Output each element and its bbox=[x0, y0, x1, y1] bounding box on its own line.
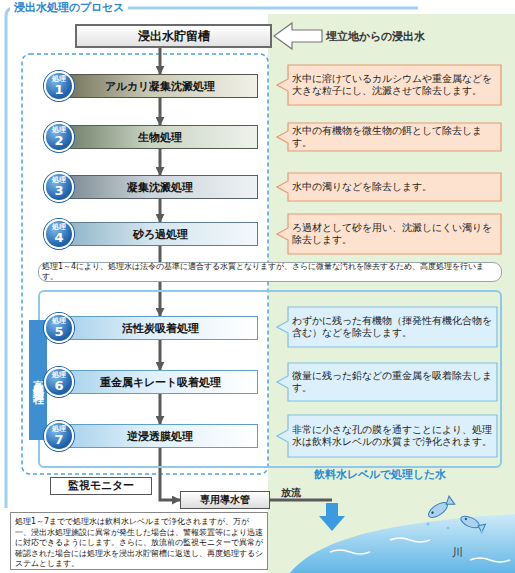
monitor-tab: 監視モニター bbox=[50, 477, 152, 495]
box-label: 処理1～4により、処理水は法令の基準に適合する水質となりますが、さらに微量な汚れ… bbox=[42, 262, 498, 282]
free-label: 飲料水レベルで処理した水 bbox=[314, 468, 446, 482]
landfill-side-background bbox=[268, 14, 515, 573]
badge-caption: 処理 bbox=[52, 426, 66, 433]
badge-caption: 処理 bbox=[52, 76, 66, 83]
advanced-treatment-frame: 高度処理工程処理5活性炭吸着処理わずかに残った有機物（揮発性有機化合物を含む）な… bbox=[38, 290, 502, 468]
callout-text: 水中の有機物を微生物の餌として除去します。 bbox=[276, 125, 502, 150]
process-box: 活性炭吸着処理 bbox=[62, 316, 258, 340]
callout-text: 水中に溶けているカルシウムや重金属などを大きな粒子にし、沈澱させて除去します。 bbox=[276, 73, 502, 98]
flow-arrow bbox=[159, 394, 162, 424]
box-label: 凝集沈澱処理 bbox=[127, 180, 193, 195]
fish-tail bbox=[476, 522, 485, 533]
callout-text: 微量に残った鉛などの重金属を吸着除去します。 bbox=[276, 370, 498, 395]
box-label: 生物処理 bbox=[138, 130, 182, 145]
step-number: 6 bbox=[54, 379, 63, 392]
step-badge: 処理4 bbox=[44, 219, 74, 249]
river-waves bbox=[330, 538, 510, 562]
step-badge: 処理5 bbox=[44, 313, 74, 343]
callout-text: わずかに残った有機物（揮発性有機化合物を含む）などを除去します。 bbox=[276, 315, 498, 340]
discharge-pipe-line bbox=[270, 499, 332, 502]
process-box: 砂ろ過処理 bbox=[62, 222, 258, 246]
box-label: 重金属キレート吸着処理 bbox=[100, 375, 221, 390]
box-label: 処理1～7までで処理水は飲料水レベルまで浄化されますが、万が一、浸出水処理施設に… bbox=[15, 517, 263, 570]
step-badge: 処理1 bbox=[44, 71, 74, 101]
box-label: 専用導水管 bbox=[200, 493, 250, 507]
fish-illustration bbox=[459, 514, 485, 533]
badge-caption: 処理 bbox=[52, 224, 66, 231]
callout-outline bbox=[277, 415, 497, 457]
water-splash bbox=[426, 522, 483, 533]
callout-box: 水中の有機物を微生物の餌として除去します。 bbox=[276, 122, 502, 152]
flow-arrow bbox=[159, 98, 162, 125]
callout-outline bbox=[277, 65, 501, 105]
step-number: 4 bbox=[54, 231, 63, 244]
box-label: 監視モニター bbox=[68, 479, 134, 493]
step-number: 1 bbox=[54, 83, 63, 96]
river-water bbox=[290, 514, 515, 573]
storage-tank-box: 浸出水貯留槽 bbox=[75, 24, 272, 48]
box-label: 砂ろ過処理 bbox=[133, 227, 188, 242]
process-box: 逆浸透膜処理 bbox=[62, 424, 258, 448]
flow-arrow bbox=[159, 149, 162, 175]
step-badge: 処理3 bbox=[44, 172, 74, 202]
flow-arrow bbox=[159, 199, 162, 222]
callout-box: 非常に小さな孔の膜を通すことにより、処理水は飲料水レベルの水質まで浄化されます。 bbox=[276, 414, 498, 458]
callout-text: ろ過材として砂を用い、沈澱しにくい濁りを除去します。 bbox=[276, 222, 502, 247]
splash-drop bbox=[426, 522, 429, 525]
fish-body bbox=[459, 514, 481, 531]
callout-box: わずかに残った有機物（揮発性有機化合物を含む）などを除去します。 bbox=[276, 306, 498, 348]
free-label: 放流 bbox=[281, 486, 301, 500]
free-label: 埋立地からの浸出水 bbox=[326, 29, 425, 44]
callout-outline bbox=[277, 363, 497, 401]
step-number: 2 bbox=[54, 134, 63, 147]
callout-box: ろ過材として砂を用い、沈澱しにくい濁りを除去します。 bbox=[276, 213, 502, 255]
fish-tail bbox=[443, 496, 454, 508]
process-box: 生物処理 bbox=[62, 125, 258, 149]
badge-caption: 処理 bbox=[52, 177, 66, 184]
flow-arrow bbox=[160, 448, 180, 500]
callout-box: 水中に溶けているカルシウムや重金属などを大きな粒子にし、沈澱させて除去します。 bbox=[276, 64, 502, 106]
callout-text: 水中の濁りなどを除去します。 bbox=[276, 181, 435, 194]
step-badge: 処理7 bbox=[44, 421, 74, 451]
free-label: 川 bbox=[452, 545, 463, 560]
process-box: 重金属キレート吸着処理 bbox=[62, 370, 258, 394]
step-badge: 処理6 bbox=[44, 367, 74, 397]
callout-outline bbox=[277, 173, 501, 201]
step-badge: 処理2 bbox=[44, 122, 74, 152]
flow-arrow bbox=[159, 48, 162, 74]
step-number: 3 bbox=[54, 184, 63, 197]
box-label: 逆浸透膜処理 bbox=[127, 429, 193, 444]
callout-outline bbox=[277, 123, 501, 151]
splash-drop bbox=[481, 531, 484, 534]
fish-illustration bbox=[426, 496, 455, 520]
callout-box: 水中の濁りなどを除去します。 bbox=[276, 172, 502, 202]
process-box: アルカリ凝集沈澱処理 bbox=[62, 74, 258, 98]
outflow-block-arrow bbox=[319, 503, 345, 531]
splash-drop bbox=[447, 527, 450, 530]
note-box: 処理1～7までで処理水は飲料水レベルまで浄化されますが、万が一、浸出水処理施設に… bbox=[10, 512, 268, 570]
note-band: 処理1～4により、処理水は法令の基準に適合する水質となりますが、さらに微量な汚れ… bbox=[38, 262, 502, 282]
callout-text: 非常に小さな孔の膜を通すことにより、処理水は飲料水レベルの水質まで浄化されます。 bbox=[276, 424, 498, 449]
callout-outline bbox=[277, 214, 501, 254]
fish-eye bbox=[464, 518, 467, 521]
inflow-block-arrow bbox=[274, 23, 322, 49]
flow-arrow bbox=[159, 340, 162, 370]
badge-caption: 処理 bbox=[52, 318, 66, 325]
fish-eye bbox=[431, 511, 434, 514]
callout-outline bbox=[277, 307, 497, 347]
box-label: 活性炭吸着処理 bbox=[122, 321, 199, 336]
step-number: 5 bbox=[54, 325, 63, 338]
step-number: 7 bbox=[54, 433, 63, 446]
process-box: 凝集沈澱処理 bbox=[62, 175, 258, 199]
box-label: 浸出水貯留槽 bbox=[138, 28, 210, 45]
diagram-title: 浸出水処理のプロセス bbox=[10, 1, 128, 15]
box-label: アルカリ凝集沈澱処理 bbox=[105, 79, 215, 94]
badge-caption: 処理 bbox=[52, 372, 66, 379]
callout-box: 微量に残った鉛などの重金属を吸着除去します。 bbox=[276, 362, 498, 402]
pipe-box: 専用導水管 bbox=[180, 491, 270, 509]
badge-caption: 処理 bbox=[52, 127, 66, 134]
